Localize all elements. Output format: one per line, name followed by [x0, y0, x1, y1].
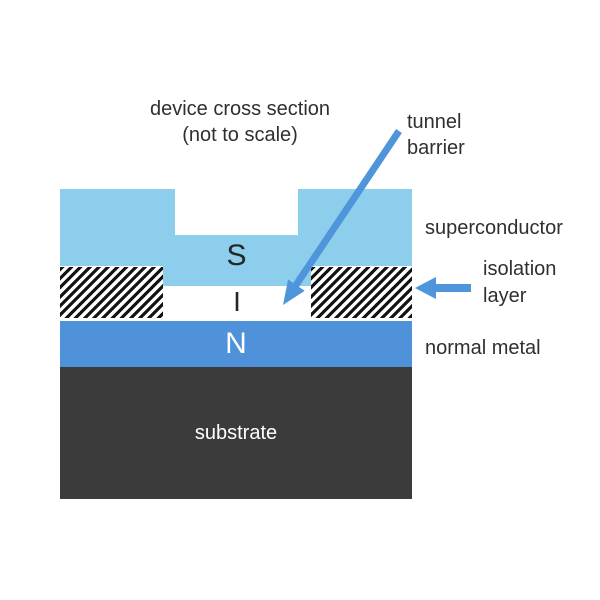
diagram-title: device cross section (not to scale) [90, 96, 390, 148]
isolation-layer-right-block [311, 267, 412, 318]
normal-metal-layer [60, 321, 412, 367]
isolation-layer-arrowhead-icon [415, 277, 436, 299]
tunnel-barrier-label-line-1: tunnel [407, 111, 462, 133]
substrate-layer [60, 367, 412, 499]
isolation-layer-left-block [60, 267, 163, 318]
insulator-letter: I [233, 286, 241, 317]
superconductor-letter: S [226, 239, 247, 272]
normal-metal-letter: N [225, 327, 247, 360]
superconductor-label: superconductor [425, 217, 563, 239]
isolation-layer-label-line-1: isolation [483, 258, 557, 280]
tunnel-barrier-label-line-2: barrier [407, 137, 465, 159]
superconductor-center-column [163, 266, 311, 286]
normal-metal-label: normal metal [425, 337, 541, 359]
superconductor-notch [175, 189, 298, 235]
tunnel-barrier-label: tunnel barrier [407, 109, 465, 161]
isolation-layer-arrow [415, 277, 471, 299]
isolation-layer-label: isolation layer [483, 256, 556, 310]
title-line-1: device cross section [149, 98, 331, 120]
title-line-2: (not to scale) [182, 124, 298, 146]
isolation-layer-label-line-2: layer [483, 285, 527, 307]
substrate-label: substrate [194, 421, 278, 444]
